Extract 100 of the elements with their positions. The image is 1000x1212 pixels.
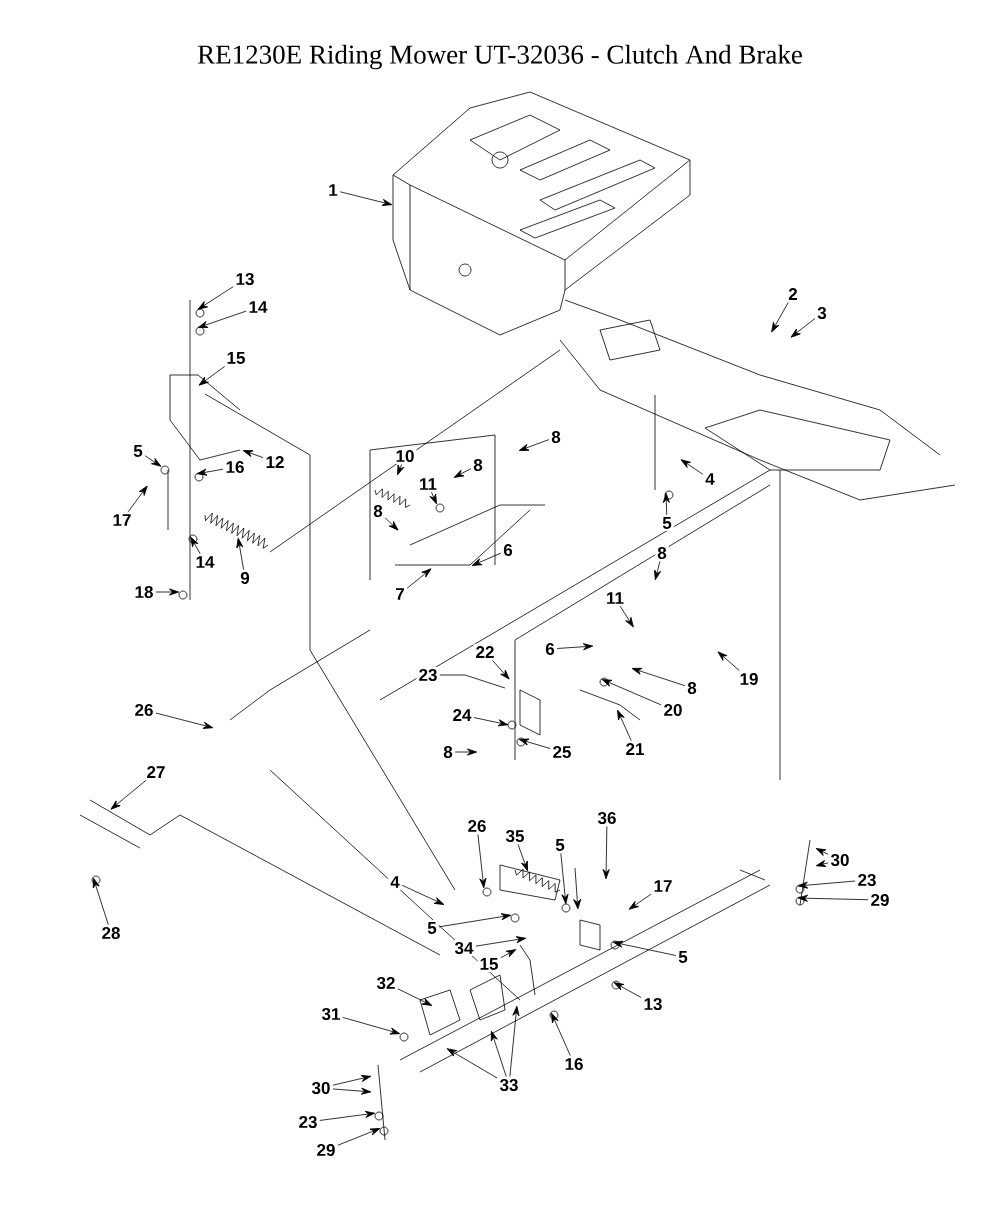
leader-line <box>401 884 445 905</box>
callout-number: 17 <box>110 512 134 528</box>
callout-number: 8 <box>655 545 669 562</box>
title: RE1230E Riding Mower UT-32036 - Clutch And Brake <box>197 44 802 70</box>
callout-number: 13 <box>233 271 257 288</box>
callout-number: 2 <box>786 286 800 302</box>
leader-line <box>332 1087 372 1095</box>
callout-number: 6 <box>543 641 557 658</box>
leader-line <box>397 464 405 476</box>
leader-line <box>613 982 642 998</box>
callout-number: 24 <box>450 707 474 723</box>
callout-number: 21 <box>623 741 647 757</box>
callout-number: 34 <box>452 940 476 957</box>
callout-number: 18 <box>132 584 156 601</box>
leader-line <box>429 491 437 505</box>
callout-number: 29 <box>314 1142 338 1159</box>
leader-line <box>551 1012 571 1056</box>
leader-line <box>717 651 740 671</box>
leader-line <box>196 468 224 476</box>
leader-line <box>518 439 550 451</box>
leader-line <box>198 365 226 386</box>
leader-line <box>242 450 264 459</box>
leader-line <box>617 709 632 742</box>
leader-line <box>384 517 399 531</box>
callout-number: 23 <box>296 1114 320 1131</box>
leader-line <box>771 301 789 333</box>
leader-line <box>518 738 551 749</box>
leader-line <box>517 844 528 872</box>
callout-number: 8 <box>549 429 563 446</box>
callout-number: 26 <box>465 818 489 835</box>
leader-line <box>475 936 527 947</box>
leader-line <box>654 561 661 581</box>
leader-line <box>797 880 856 889</box>
leader-line <box>790 318 816 338</box>
callout-number: 35 <box>503 828 527 845</box>
callout-number: 30 <box>309 1080 333 1097</box>
callout-number: 26 <box>132 702 156 719</box>
leader-line <box>471 552 502 566</box>
leader-line <box>439 674 506 689</box>
leader-line <box>197 286 234 310</box>
leader-line <box>190 536 201 555</box>
callout-number: 7 <box>393 586 407 602</box>
callout-number: 31 <box>319 1006 343 1023</box>
callout-number: 14 <box>246 299 270 315</box>
callout-number: 13 <box>641 996 665 1013</box>
callout-number: 19 <box>737 671 761 688</box>
callout-number: 4 <box>703 471 717 487</box>
leader-line <box>110 779 147 810</box>
leader-line <box>612 940 677 956</box>
callout-number: 16 <box>562 1056 586 1073</box>
leader-line <box>339 191 393 206</box>
callout-number: 11 <box>417 476 439 492</box>
callout-number: 17 <box>651 878 675 894</box>
leader-line <box>453 468 472 478</box>
callout-number: 8 <box>471 457 485 474</box>
leader-line <box>500 949 517 959</box>
leader-line <box>454 748 478 756</box>
leader-line <box>127 485 148 513</box>
callout-number: 4 <box>388 874 402 890</box>
callout-number: 29 <box>868 892 892 909</box>
callout-number: 33 <box>497 1077 521 1094</box>
callout-number: 9 <box>238 570 252 587</box>
leader-line <box>406 568 432 589</box>
leader-line <box>332 1075 372 1086</box>
callout-number: 20 <box>661 702 685 719</box>
callout-number: 12 <box>263 454 287 470</box>
callout-number: 15 <box>224 350 248 366</box>
callout-number: 22 <box>473 644 497 660</box>
callout-number: 5 <box>660 515 674 531</box>
callout-number: 8 <box>371 503 385 520</box>
leader-line <box>619 605 634 628</box>
callout-number: 10 <box>393 448 417 465</box>
leader-line <box>155 588 180 596</box>
callout-number: 5 <box>131 443 145 459</box>
leader-line <box>680 459 704 475</box>
callout-number: 1 <box>326 182 340 198</box>
callout-number: 11 <box>604 590 626 606</box>
leader-line <box>342 1017 401 1035</box>
leader-line <box>446 1048 498 1079</box>
leader-line <box>556 643 594 651</box>
leader-line <box>815 848 829 856</box>
leader-line <box>155 712 214 729</box>
leader-line <box>628 893 652 910</box>
callout-number: 15 <box>477 956 501 972</box>
callout-number: 36 <box>595 810 619 827</box>
callout-number: 30 <box>828 852 852 869</box>
leader-line <box>197 310 247 328</box>
callout-number: 5 <box>425 920 439 936</box>
leader-line <box>601 679 662 706</box>
leader-line <box>236 537 244 570</box>
callout-number: 28 <box>99 925 123 942</box>
leader-line <box>602 826 610 880</box>
callout-number: 23 <box>855 872 879 889</box>
callout-number: 16 <box>223 459 247 476</box>
leader-line <box>92 877 109 925</box>
leader-line <box>319 1110 376 1121</box>
callout-number: 14 <box>193 554 217 570</box>
callout-number: 5 <box>676 949 690 965</box>
leader-line <box>815 860 829 867</box>
callout-number: 8 <box>685 680 699 697</box>
